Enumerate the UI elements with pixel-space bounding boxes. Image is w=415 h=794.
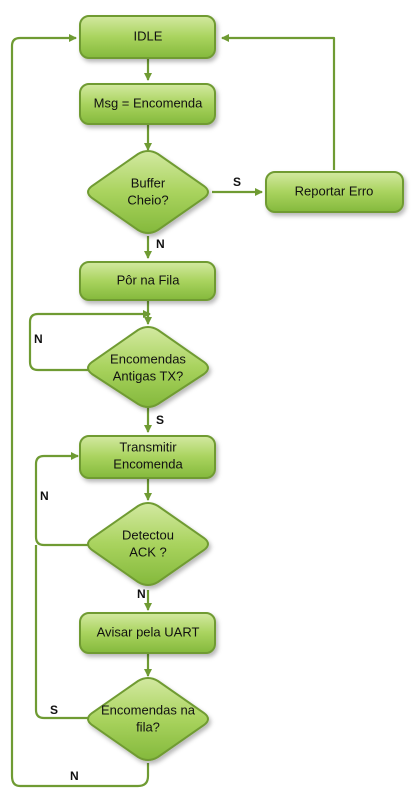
node-antigas-label-1: Encomendas bbox=[110, 351, 186, 366]
decision-buffer-cheio bbox=[87, 150, 209, 234]
edge-label-detectou-no-loop: N bbox=[40, 489, 49, 503]
node-antigas-label-2: Antigas TX? bbox=[113, 368, 184, 383]
node-por-na-fila bbox=[79, 261, 216, 301]
edge-detectou-no-loop bbox=[34, 452, 92, 547]
node-detectou-label-1: Detectou bbox=[122, 527, 174, 542]
node-buffer-label-1: Buffer bbox=[131, 175, 166, 190]
node-detectou-label-2: ACK ? bbox=[129, 544, 167, 559]
node-buffer-label-2: Cheio? bbox=[127, 192, 168, 207]
edge-antigas-no-loop bbox=[28, 310, 151, 372]
node-idle-label: IDLE bbox=[134, 28, 163, 43]
edge-label-nafila-no: N bbox=[70, 769, 79, 783]
edge-label-nafila-yes: S bbox=[50, 703, 58, 717]
node-msg-encomenda bbox=[79, 83, 216, 125]
node-reportar-erro bbox=[265, 171, 404, 213]
node-reportar-label: Reportar Erro bbox=[295, 183, 374, 198]
node-nafila-label-1: Encomendas na bbox=[101, 702, 196, 717]
node-msg-label: Msg = Encomenda bbox=[94, 95, 204, 110]
edge-nafila-no-idle bbox=[10, 34, 150, 788]
edge-label-detectou-no-down: N bbox=[137, 587, 146, 601]
node-idle bbox=[79, 15, 216, 59]
node-transmitir bbox=[79, 435, 216, 479]
decision-encomendas-na-fila bbox=[87, 677, 209, 761]
edge-label-antigas-no: N bbox=[34, 332, 43, 346]
node-nafila-label-2: fila? bbox=[136, 719, 160, 734]
decision-encomendas-antigas bbox=[87, 326, 209, 408]
node-avisar-uart bbox=[79, 612, 216, 654]
edge-label-buffer-yes: S bbox=[233, 175, 241, 189]
edge-label-buffer-no: N bbox=[156, 237, 165, 251]
node-porfila-label: Pôr na Fila bbox=[117, 272, 181, 287]
node-transmitir-label-1: Transmitir bbox=[119, 439, 177, 454]
node-avisar-label: Avisar pela UART bbox=[97, 624, 200, 639]
node-transmitir-label-2: Encomenda bbox=[113, 456, 183, 471]
edge-reportar-idle bbox=[221, 34, 336, 170]
edge-label-antigas-yes: S bbox=[156, 413, 164, 427]
edge-nafila-yes-loop bbox=[34, 545, 92, 720]
decision-detectou-ack bbox=[87, 502, 209, 586]
